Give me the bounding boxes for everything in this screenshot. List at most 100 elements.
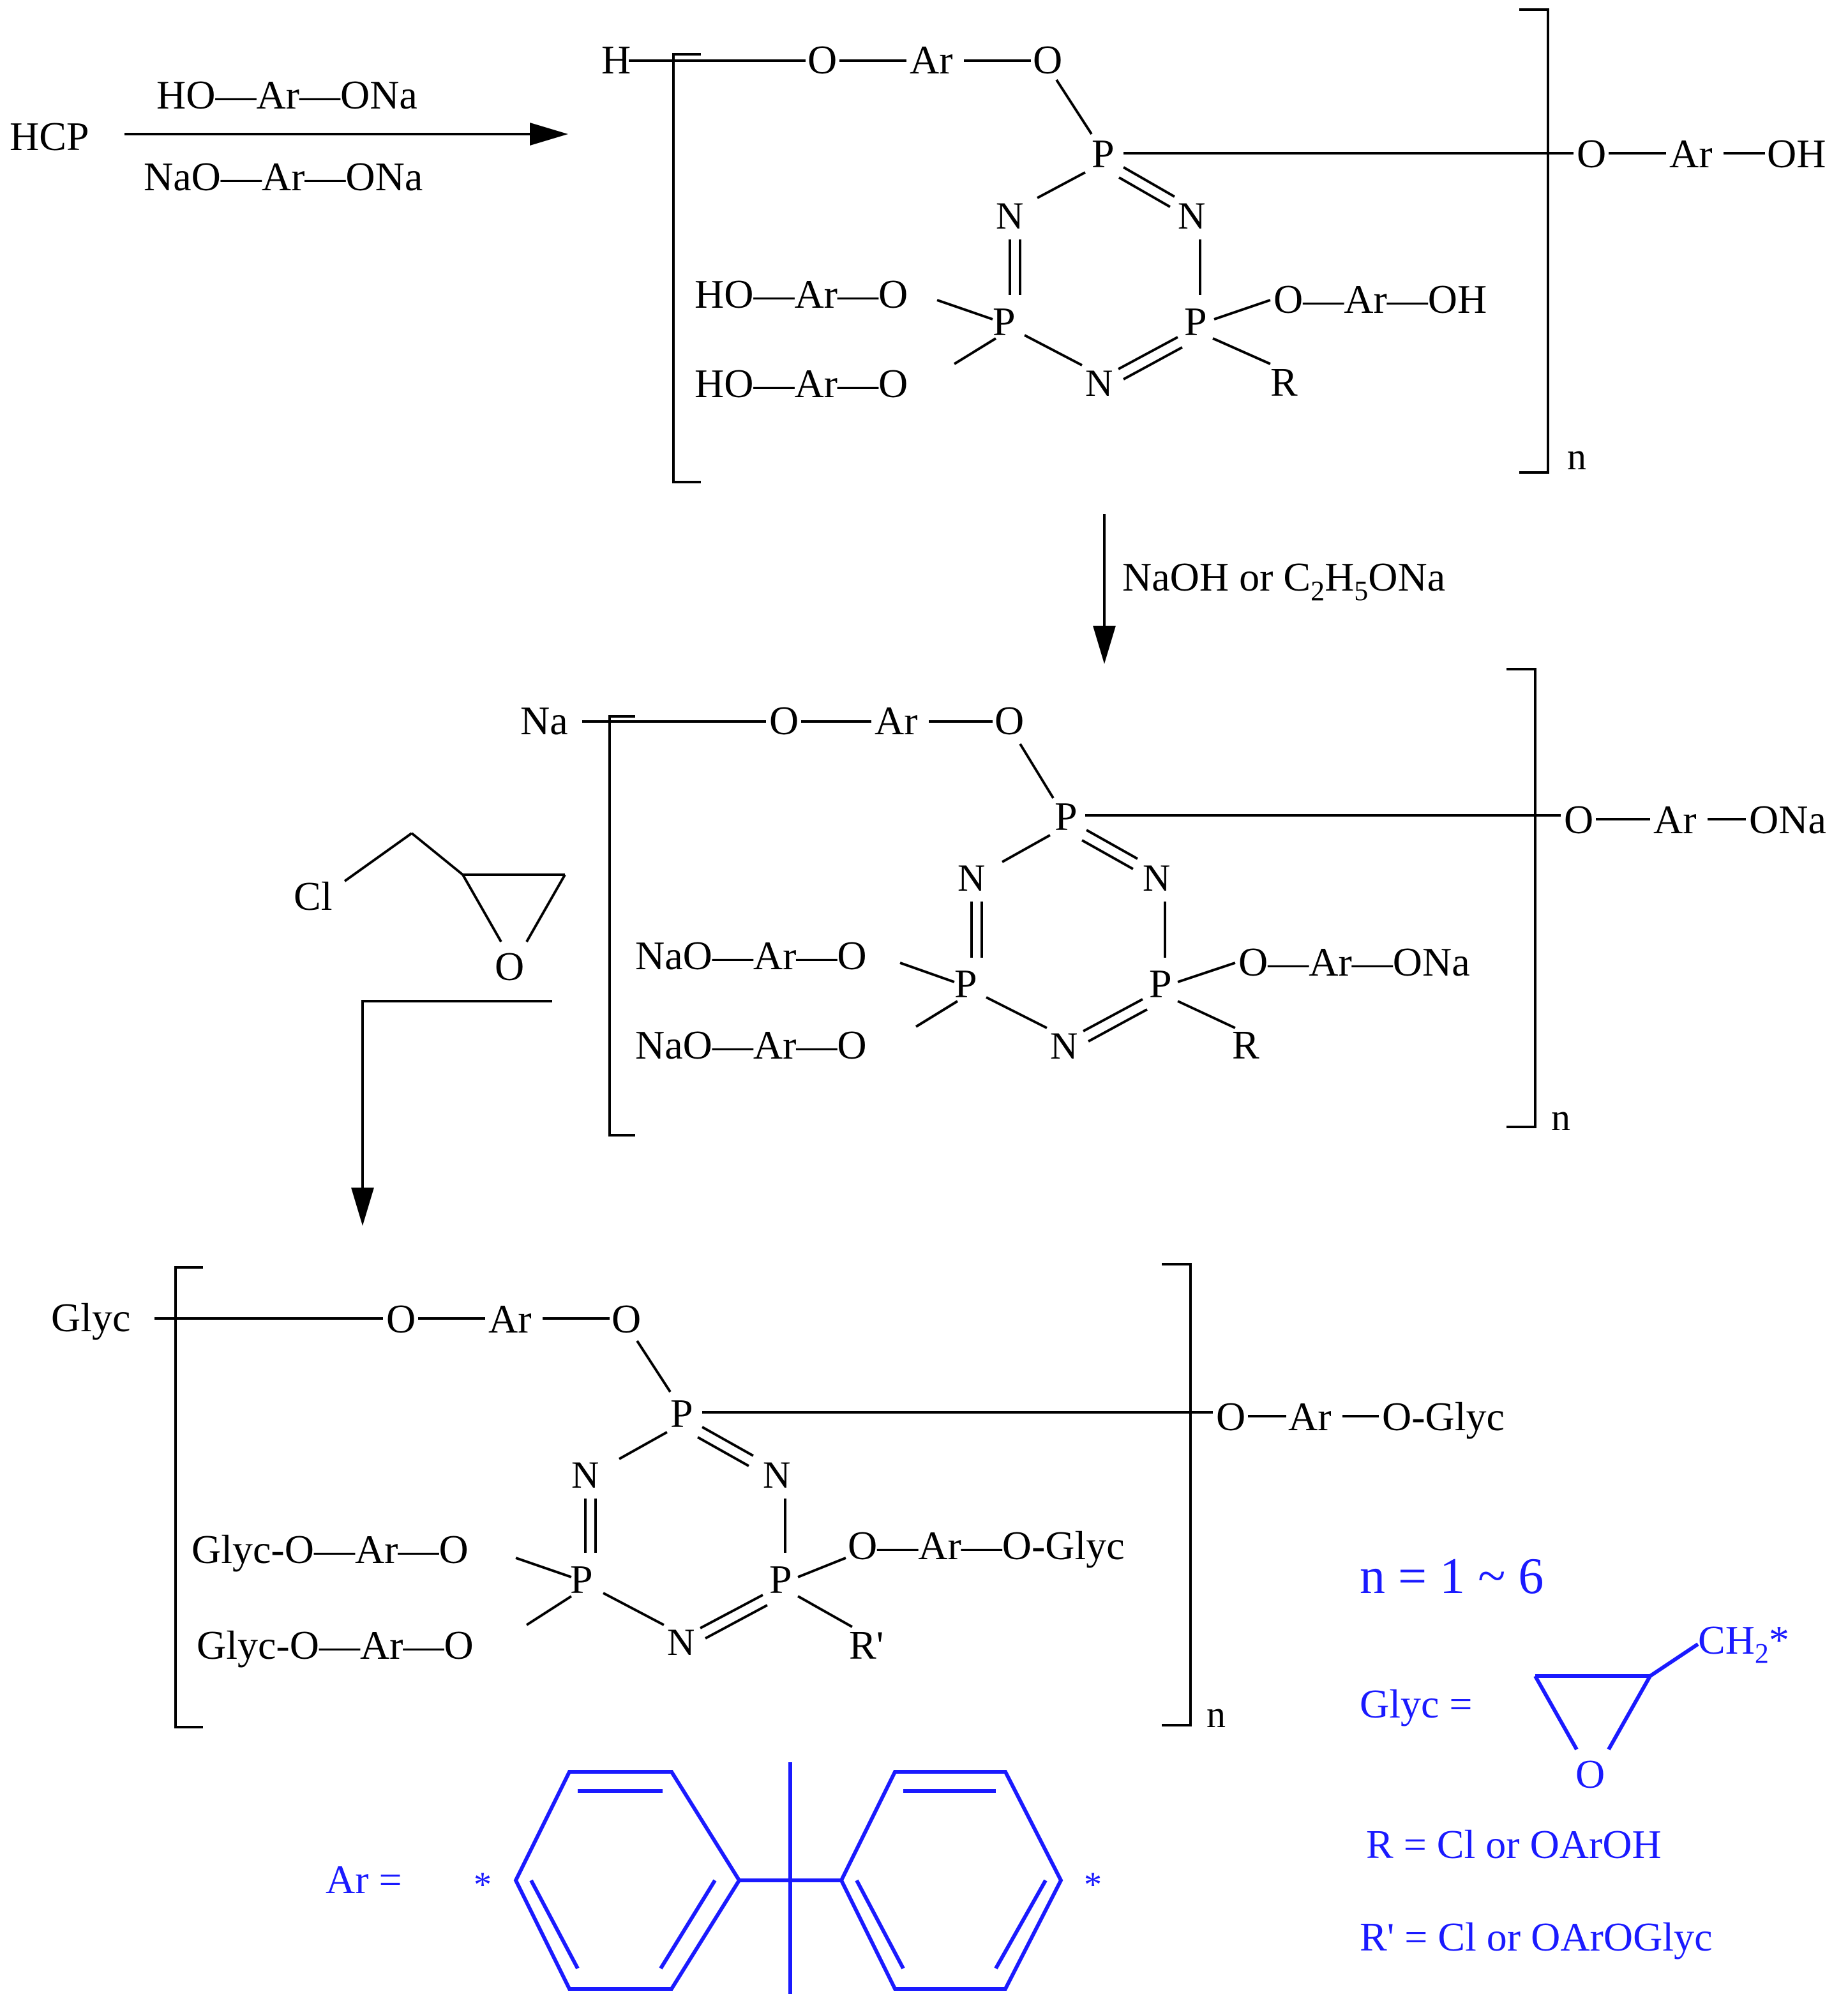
polymer2-ring-bond — [1002, 834, 1051, 863]
polymer3-p-top: P — [670, 1391, 693, 1436]
polymer1-bond — [1212, 337, 1271, 365]
polymer3-bond — [636, 1340, 672, 1393]
polymer1-bond — [1055, 79, 1093, 135]
polymer1-r: R — [1270, 359, 1298, 405]
polymer3-n-left: N — [571, 1454, 599, 1496]
epichlorohydrin-cl: Cl — [294, 873, 332, 919]
polymer3-left-sub2: Glyc-O—Ar—O — [197, 1622, 474, 1668]
polymer1-ring-bond — [1123, 346, 1183, 381]
polymer3-ring-bond — [700, 1594, 763, 1629]
step3-arrow-head — [351, 1188, 374, 1226]
polymer2-left-bracket — [608, 715, 635, 1137]
polymer1-ring-bond — [1123, 166, 1175, 198]
legend-ar-label: Ar = — [326, 1857, 402, 1902]
polymer2-right-bracket — [1506, 668, 1536, 1128]
polymer1-p-left: P — [993, 299, 1016, 344]
polymer1-n-right: N — [1178, 195, 1205, 237]
polymer1-n-left: N — [996, 195, 1023, 237]
polymer2-bond — [1177, 962, 1236, 983]
polymer2-top-o1: O — [769, 698, 799, 743]
ar-star-right: * — [1084, 1865, 1102, 1905]
polymer2-ring-bond — [986, 996, 1048, 1029]
polymer2-ring-bond — [1083, 998, 1143, 1032]
polymer3-left-sub1: Glyc-O—Ar—O — [192, 1527, 469, 1572]
polymer1-ring-bond — [1118, 336, 1178, 370]
polymer2-top-ar: Ar — [875, 698, 918, 743]
polymer2-end-o: O — [1564, 797, 1593, 842]
polymer3-n-bottom: N — [667, 1621, 695, 1663]
ar-aromatic-bond — [994, 1879, 1048, 1970]
polymer3-top-o2: O — [612, 1296, 641, 1341]
polymer2: Na O Ar O P O Ar ONa N N P P N NaO—Ar—O … — [520, 668, 1826, 1138]
polymer1-ring-bond — [1024, 334, 1083, 366]
polymer2-bond — [915, 1000, 959, 1028]
polymer2-r: R — [1232, 1022, 1259, 1068]
polymer1-top-o2: O — [1033, 37, 1062, 82]
polymer3-ring-bond — [705, 1604, 768, 1640]
legend-r-def: R = Cl or OArOH — [1366, 1822, 1662, 1867]
polymer1-end-oh: OH — [1767, 131, 1826, 176]
polymer2-p-right: P — [1149, 961, 1172, 1006]
epichlorohydrin-o: O — [495, 944, 524, 989]
glycidyl-structure: O CH2* — [1533, 1617, 1789, 1797]
epichlorohydrin-bond — [410, 832, 464, 876]
step1-reaction: HCP HO—Ar—ONa NaO—Ar—ONa — [10, 72, 568, 199]
epichlorohydrin-bond — [462, 874, 502, 942]
polymer3-ring-bond — [619, 1431, 668, 1460]
polymer3-end-oglyc: O-Glyc — [1382, 1394, 1505, 1439]
polymer2-left-sub2: NaO—Ar—O — [635, 1022, 867, 1068]
polymer3-bond — [525, 1595, 573, 1626]
polymer3-r-prime: R' — [849, 1622, 883, 1668]
polymer1-end-o: O — [1577, 131, 1606, 176]
polymer2-ring-bond — [1081, 839, 1134, 870]
polymer3-end-ar: Ar — [1288, 1394, 1332, 1439]
epoxide-bond — [1533, 1675, 1579, 1751]
polymer1-ring-bond — [1118, 176, 1171, 208]
polymer2-ring-bond — [1088, 1008, 1148, 1043]
ar-aromatic-bond — [529, 1879, 580, 1970]
polymer1-end-ar: Ar — [1669, 131, 1713, 176]
step1-arrow-head — [530, 123, 568, 146]
polymer1-p-top: P — [1092, 131, 1115, 176]
step1-reagent-bottom: NaO—Ar—ONa — [144, 154, 423, 199]
polymer1-left-sub1: HO—Ar—O — [695, 271, 908, 317]
polymer2-p-left: P — [954, 961, 977, 1006]
polymer1-left-sub2: HO—Ar—O — [695, 361, 908, 406]
polymer1: H O Ar O P O Ar OH N N P P N HO—Ar—O HO—… — [601, 8, 1826, 483]
polymer2-n-bottom: N — [1050, 1025, 1078, 1067]
polymer2-n-right: N — [1143, 857, 1170, 899]
polymer2-bond — [1177, 1000, 1236, 1029]
polymer3-p-left: P — [570, 1557, 593, 1602]
polymer3-bond — [797, 1595, 853, 1628]
ar-aromatic-bond — [855, 1879, 905, 1970]
polymer1-bond — [936, 299, 993, 321]
polymer1-top-ar: Ar — [910, 37, 953, 82]
polymer1-p-right: P — [1184, 299, 1207, 344]
polymer1-ring-bond — [1037, 171, 1086, 199]
polymer2-repeat-n: n — [1551, 1096, 1570, 1138]
polymer3-n-right: N — [763, 1454, 790, 1496]
polymer2-bond — [899, 962, 955, 983]
polymer2-p-top: P — [1055, 794, 1078, 839]
polymer3-ring-bond — [697, 1436, 749, 1467]
polymer1-bond — [1213, 299, 1271, 321]
polymer1-bond — [953, 337, 997, 365]
polymer2-end-ona: ONa — [1749, 797, 1826, 842]
legend-glyc-label: Glyc = — [1360, 1681, 1473, 1726]
polymer3-right-sub: O—Ar—O-Glyc — [848, 1523, 1125, 1568]
epoxide-bond — [1649, 1642, 1699, 1678]
polymer3-left-bracket — [174, 1266, 203, 1728]
polymer1-left-bracket — [672, 53, 701, 483]
epichlorohydrin-bond — [343, 832, 413, 882]
epoxide-o: O — [1575, 1751, 1605, 1797]
polymer1-right-bracket — [1519, 8, 1549, 474]
polymer2-right-sub: O—Ar—ONa — [1238, 939, 1470, 985]
polymer1-top-o1: O — [808, 37, 837, 82]
polymer3-bond — [797, 1557, 846, 1578]
polymer3-end-o: O — [1216, 1394, 1245, 1439]
glyc-ch2: CH2* — [1698, 1617, 1789, 1669]
polymer1-right-sub: O—Ar—OH — [1273, 276, 1487, 322]
ar-phenyl-right — [839, 1770, 1063, 1991]
legend-n-range: n = 1 ~ 6 — [1360, 1548, 1544, 1605]
